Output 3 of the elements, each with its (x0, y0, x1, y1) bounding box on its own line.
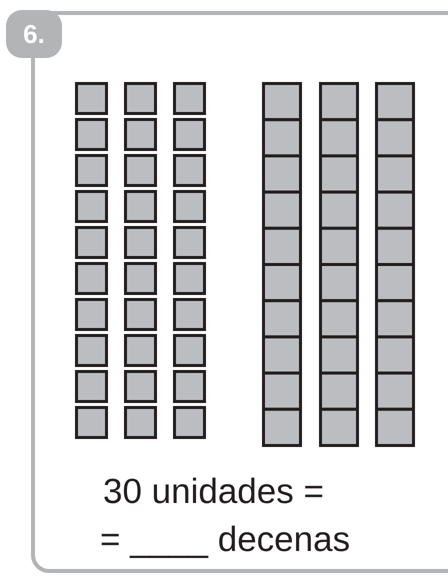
exercise-number: 6. (6, 10, 62, 58)
equation-text: 30 unidades = (103, 474, 324, 509)
equation-text: = ____ decenas (100, 522, 350, 557)
